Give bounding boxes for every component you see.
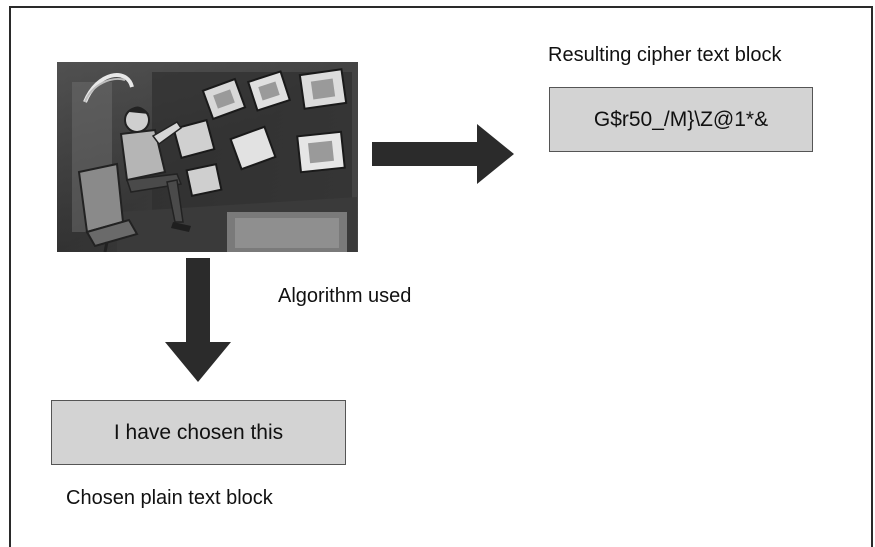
plain-text-block: I have chosen this — [51, 400, 346, 465]
cipher-text-value: G$r50_/M}\Z@1*& — [593, 107, 769, 131]
plain-text-value: I have chosen this — [113, 420, 284, 444]
person-at-desk-with-monitors-illustration — [57, 62, 358, 252]
arrow-right-icon — [372, 124, 514, 184]
algorithm-label: Algorithm used — [278, 285, 412, 307]
arrow-down-icon — [165, 258, 231, 382]
diagram-frame — [9, 6, 873, 547]
cipher-text-block: G$r50_/M}\Z@1*& — [549, 87, 813, 152]
cipher-text-title: Resulting cipher text block — [548, 44, 782, 66]
plain-text-title: Chosen plain text block — [66, 487, 273, 509]
